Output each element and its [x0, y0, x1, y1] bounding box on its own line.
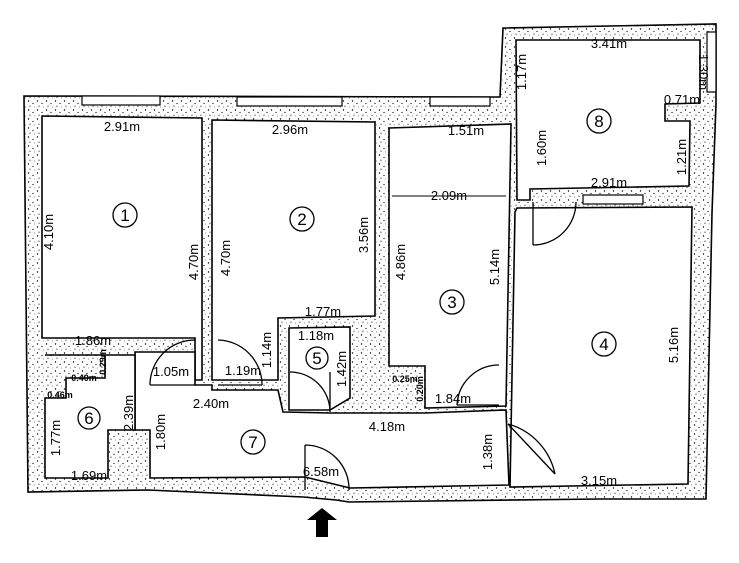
door-room-4: [507, 423, 556, 475]
room-2-number: 2: [297, 210, 306, 229]
dim-r7-entry: 6.58m: [303, 464, 339, 479]
dim-r2-right: 3.56m: [356, 217, 371, 253]
dim-r8-left-top: 1.17m: [514, 54, 529, 90]
dim-r3-right: 5.14m: [487, 249, 502, 285]
dim-r4-top: 2.91m: [591, 175, 627, 190]
dim-r3-bottom: 1.84m: [435, 391, 471, 406]
door-room-1: [149, 339, 196, 386]
room-4-circle: [591, 331, 617, 357]
dim-r8-top: 3.41m: [591, 36, 627, 51]
door-room-3: [456, 364, 500, 406]
dim-r8-right: 1.21m: [674, 139, 689, 175]
window-room-1: [81, 95, 161, 106]
room-7-number: 7: [248, 433, 257, 452]
room-7-circle: [240, 429, 266, 455]
dim-r8-notch: 0.71m: [664, 92, 700, 107]
window-room-8: [706, 31, 717, 93]
dim-r1-left: 4.10m: [41, 214, 56, 250]
room-8-number: 8: [594, 112, 603, 131]
door-room-8: [532, 201, 577, 246]
window-room-2: [236, 96, 343, 107]
dim-r6-b: 0.29m: [98, 349, 108, 375]
door-room-2: [217, 339, 263, 386]
room-1-number: 1: [120, 206, 129, 225]
room-3-floor: [388, 123, 512, 409]
dim-r6-bottom: 1.69m: [71, 468, 107, 483]
dim-r4-right: 5.16m: [666, 327, 681, 363]
dim-r2-left: 4.70m: [218, 240, 233, 276]
room-6-number: 6: [84, 409, 93, 428]
window-room-3: [429, 96, 491, 107]
room-4-number: 4: [599, 335, 608, 354]
dim-r3-small-b: 0.20m: [415, 376, 425, 402]
room-5-circle: [305, 346, 329, 370]
dim-r1-right: 4.70m: [186, 244, 201, 280]
dim-r6-c: 0.46m: [47, 390, 73, 400]
dim-r7-top: 2.40m: [193, 396, 229, 411]
dim-r7-left: 1.80m: [153, 414, 168, 450]
room-2-circle: [289, 206, 315, 232]
room-5-number: 5: [312, 349, 321, 368]
dim-r4-bottom: 3.15m: [581, 473, 617, 488]
dim-r7-door: 1.05m: [153, 364, 189, 379]
dim-r8-left: 1.60m: [534, 130, 549, 166]
dim-r8-right-top: 1.30m: [696, 54, 711, 90]
door-entrance: [304, 444, 350, 491]
dim-r2-top: 2.96m: [272, 122, 308, 137]
room-7-floor: [134, 351, 510, 489]
dim-r5-right: 1.42m: [334, 351, 349, 387]
room-3-circle: [439, 289, 465, 315]
room-1-circle: [112, 202, 138, 228]
dim-r7-bottom: 4.18m: [369, 419, 405, 434]
arrow-up-icon: [307, 508, 337, 537]
dim-r3-small-a: 0.25m: [392, 374, 418, 384]
room-6-circle: [77, 406, 101, 430]
dim-r5-top: 1.18m: [298, 328, 334, 343]
room-3-number: 3: [447, 293, 456, 312]
window-room-4: [582, 194, 644, 205]
dim-r1-bottom: 1.86m: [75, 333, 111, 348]
dim-r5-left: 1.14m: [259, 332, 274, 368]
room-8-circle: [586, 108, 612, 134]
dim-r6-left: 1.77m: [48, 420, 63, 456]
dim-r6-a: 0.40m: [71, 373, 97, 383]
dim-r2-bottom: 1.77m: [305, 304, 341, 319]
room-2-floor: [211, 119, 376, 381]
dim-r3-left: 4.86m: [393, 244, 408, 280]
dim-r3-mid: 2.09m: [431, 188, 467, 203]
dim-r3-top: 1.51m: [448, 123, 484, 138]
dim-r1-top: 2.91m: [104, 119, 140, 134]
door-room-5: [289, 371, 331, 413]
dim-r5-mid: 1.19m: [225, 363, 261, 378]
dim-r4-door: 1.38m: [480, 434, 495, 470]
dim-r6-right: 2.39m: [121, 395, 136, 431]
